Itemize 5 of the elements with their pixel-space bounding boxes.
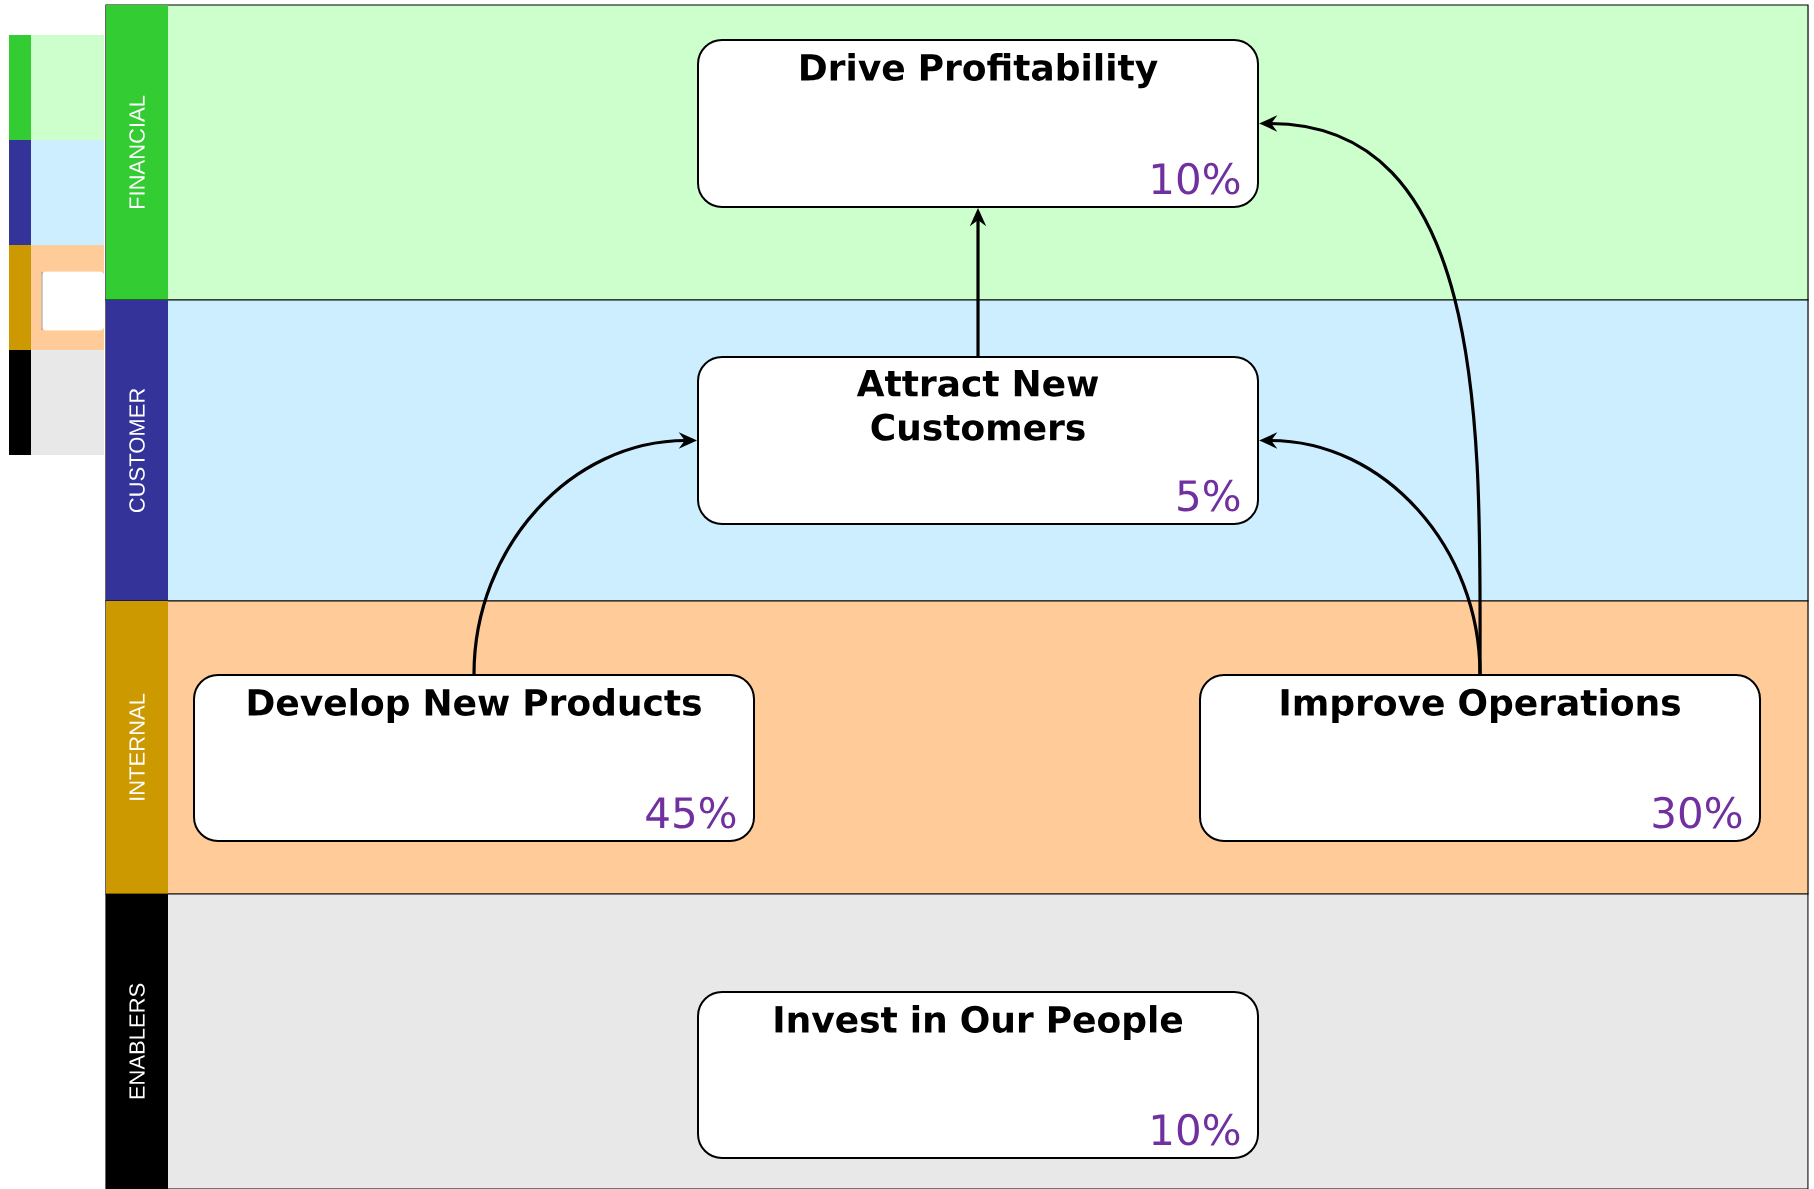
goal-box: Invest in Our People 10% [697, 991, 1259, 1159]
goal-box: Improve Operations 30% [1199, 674, 1761, 842]
goal-box: Attract New Customers 5% [697, 356, 1259, 525]
goal-box: Drive Profitability 10% [697, 39, 1259, 208]
goal-box: Develop New Products 45% [193, 674, 755, 842]
